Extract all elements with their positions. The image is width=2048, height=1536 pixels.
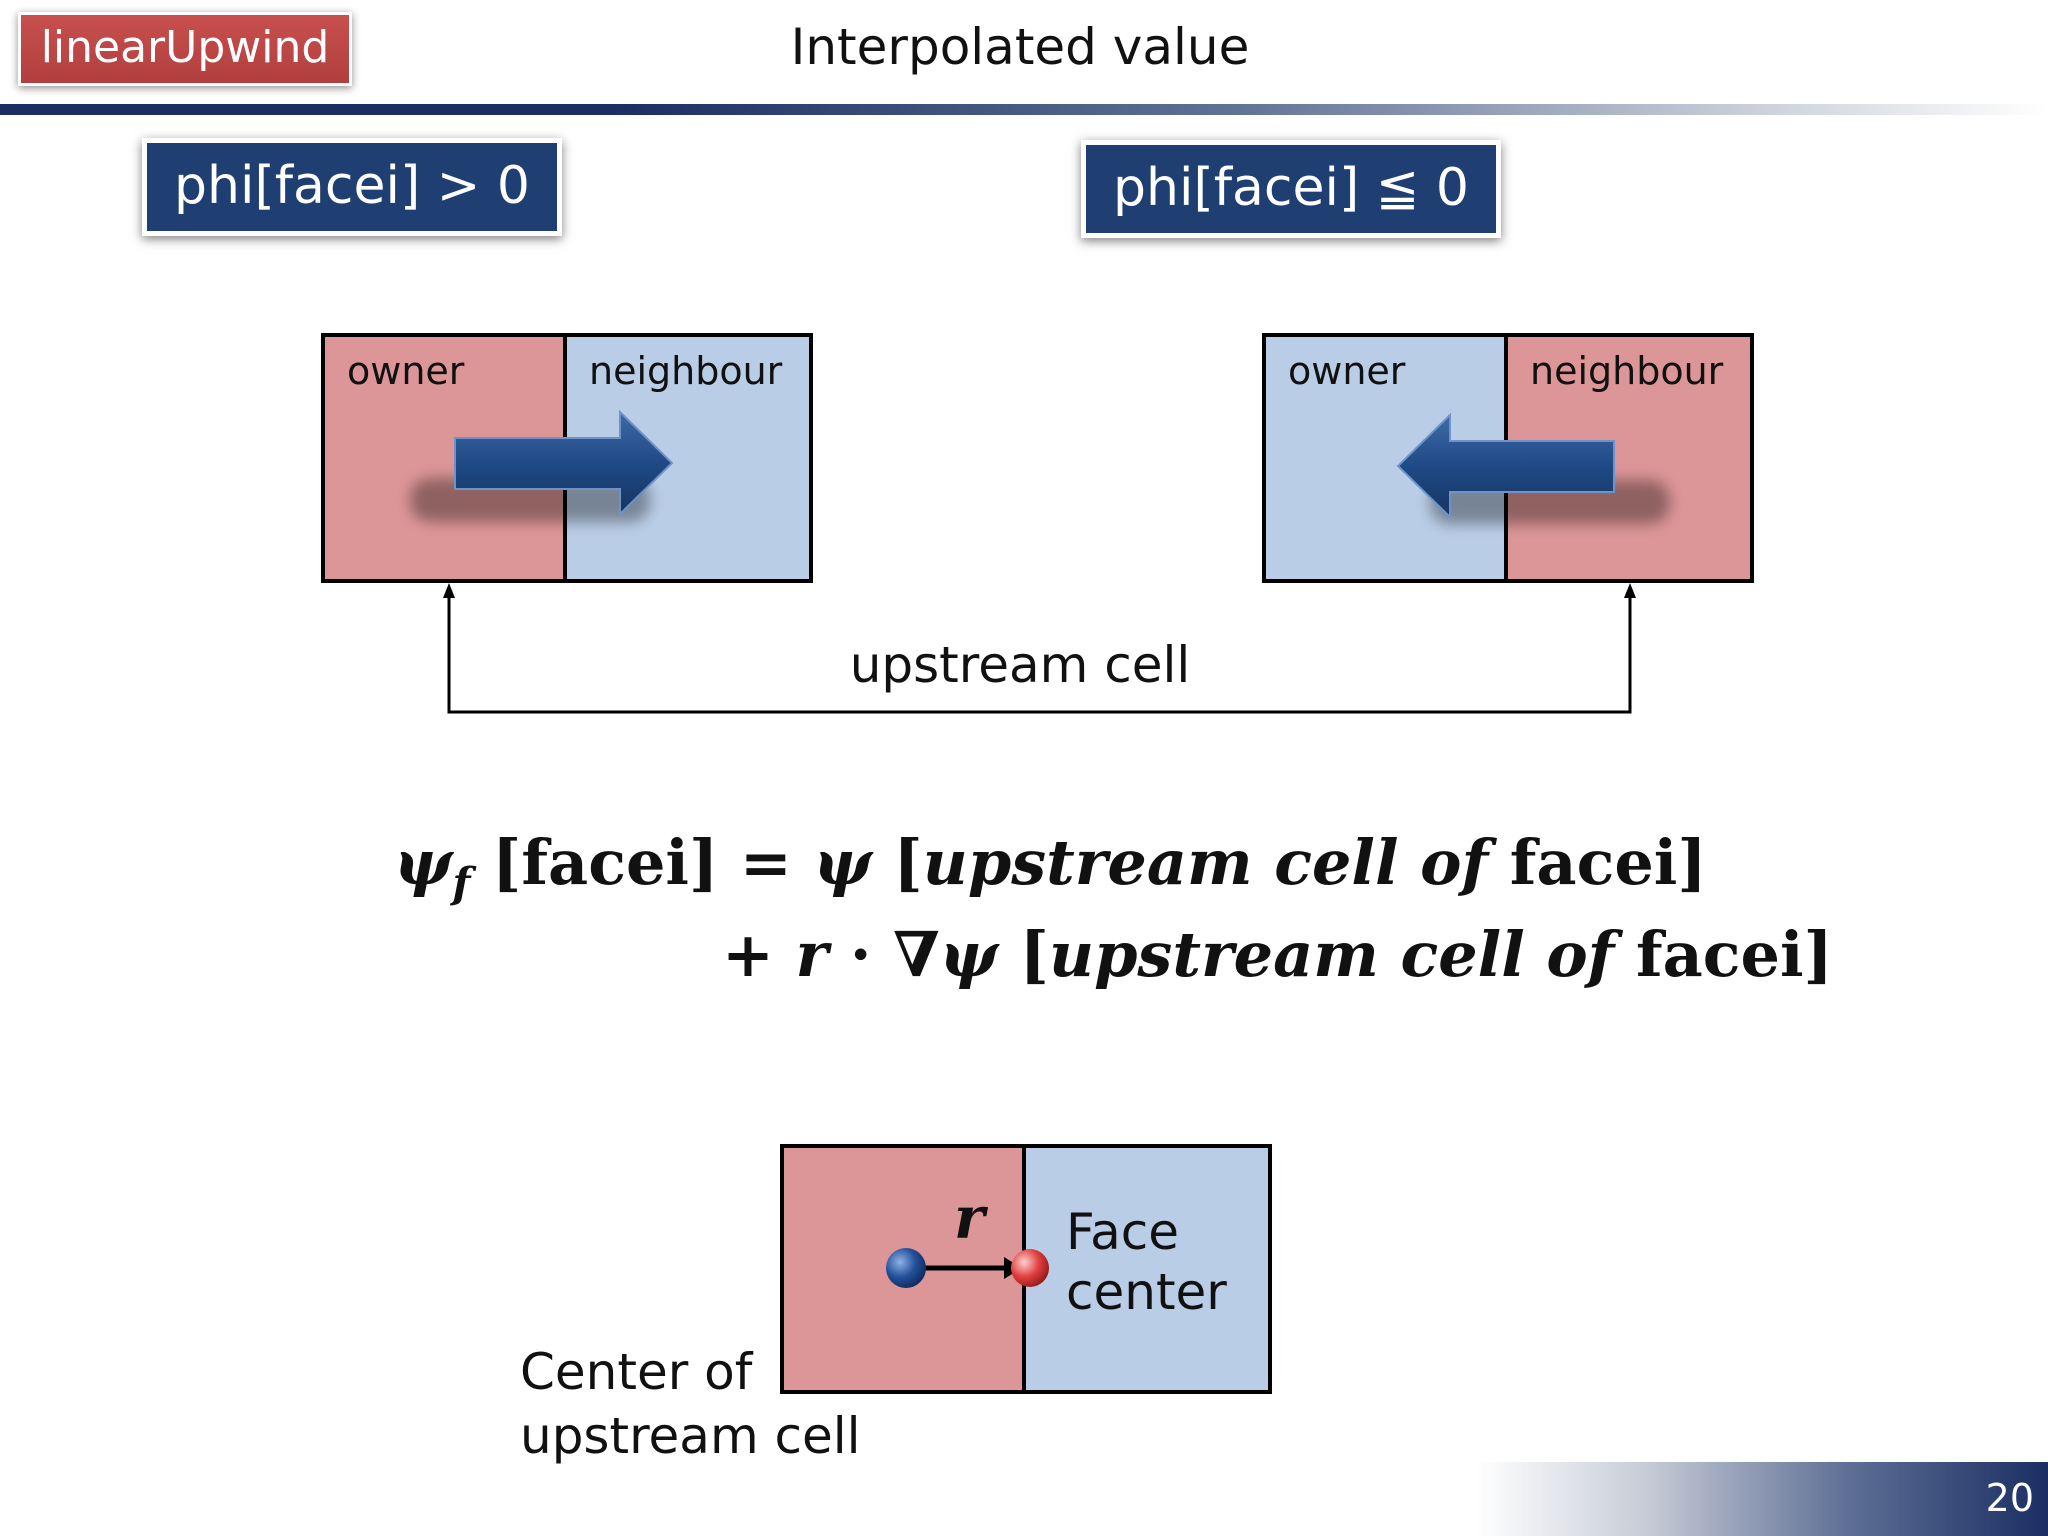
slide-title: Interpolated value [790, 18, 1250, 76]
header-divider-bar [0, 104, 2048, 115]
left-neighbour-label: neighbour [589, 349, 783, 393]
upstream-pointer-left-icon [443, 583, 455, 598]
close-bracket: ] [1803, 918, 1833, 991]
subscript-f: f [452, 858, 471, 908]
upstream-phrase: upstream cell of [1049, 918, 1615, 991]
open-bracket: [ [1019, 918, 1049, 991]
left-cell-pair: owner neighbour [321, 333, 813, 583]
right-cell-pair: owner neighbour [1262, 333, 1754, 583]
condition-positive-flux: phi[facei] > 0 [142, 138, 562, 236]
face-center-line-2: center [1066, 1263, 1227, 1321]
right-neighbour-label: neighbour [1530, 349, 1724, 393]
open-bracket: [ [893, 826, 923, 899]
page-number: 20 [1985, 1476, 2034, 1520]
equation-line-2: + r · ∇ψ [upstream cell of facei] [722, 918, 1833, 991]
r-vector: r [795, 918, 829, 991]
center-label-line-2: upstream cell [520, 1407, 861, 1465]
psi-rhs-symbol: ψ [813, 826, 872, 899]
upstream-connector [443, 583, 1636, 714]
upstream-cell-label: upstream cell [849, 636, 1191, 694]
plus-sign: + [722, 918, 774, 991]
facei-term: facei [1509, 826, 1678, 899]
face-center-point [1011, 1249, 1049, 1287]
facei-term: facei [1635, 918, 1804, 991]
condition-nonpositive-flux: phi[facei] ≦ 0 [1081, 140, 1501, 238]
left-owner-label: owner [347, 349, 465, 393]
face-vector-diagram: r [780, 1144, 1272, 1394]
footer-gradient-bar [1476, 1462, 2048, 1536]
equals-sign: = [739, 826, 792, 899]
right-owner-label: owner [1288, 349, 1406, 393]
upstream-phrase: upstream cell of [922, 826, 1489, 899]
psi-symbol: ψ [394, 826, 453, 899]
face-center-line-1: Face [1066, 1203, 1180, 1261]
upstream-pointer-right-icon [1624, 583, 1636, 598]
center-upstream-label: Center of upstream cell [520, 1340, 861, 1468]
r-label: r [954, 1184, 989, 1252]
downstream-cell [1024, 1146, 1270, 1392]
cell-center-point [886, 1248, 926, 1288]
close-bracket: ] [1677, 826, 1707, 899]
flow-right-arrow-icon [454, 409, 674, 517]
equation-line-1: ψf [facei] = ψ [upstream cell of facei] [394, 826, 1707, 907]
center-label-line-1: Center of [520, 1343, 753, 1401]
upstream-cells-diagram: owner neighbour owner neighbour [321, 333, 1754, 714]
grad-psi: ∇ψ [893, 918, 999, 991]
dot-operator: · [849, 918, 872, 991]
lhs-index: [facei] [492, 826, 719, 899]
face-center-label: Face center [1066, 1202, 1227, 1322]
scheme-tag: linearUpwind [18, 12, 352, 86]
flow-left-arrow-icon [1396, 412, 1615, 520]
